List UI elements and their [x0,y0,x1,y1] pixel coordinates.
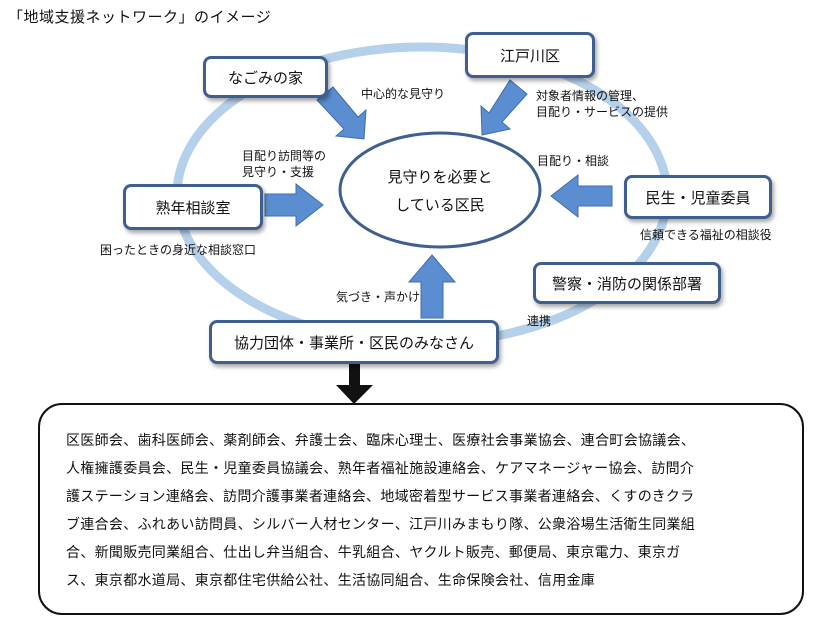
node-nagomi: なごみの家 [203,56,328,98]
arrow-edogawa [480,79,528,136]
label-minsei-role: 目配り・相談 [537,154,610,168]
member-line-5: 合、新聞販売同業組合、仕出し弁当組合、牛乳組合、ヤクルト販売、郵便局、東京電力、… [66,545,681,561]
label-jukunen-desc: 困ったときの身近な相談窓口 [100,243,257,257]
arrow-jukunen [264,182,324,228]
member-line-3: 護ステーション連絡会、訪問介護事業者連絡会、地域密着型サービス事業者連絡会、くす… [66,489,695,505]
arrow-minsei [550,173,613,219]
arrow-down-shaft [349,361,360,388]
arrow-nagomi [316,86,367,140]
label-edogawa-role-1: 対象者情報の管理、 [536,89,645,103]
arrow-kyoryoku [407,254,457,319]
node-minsei: 民生・児童委員 [624,175,772,219]
center-ellipse [338,131,542,249]
center-line-1: 見守りを必要と [387,168,493,186]
center-node: 見守りを必要と している区民 [340,133,540,249]
page-title: 「地域支援ネットワーク」のイメージ [8,8,272,26]
label-nagomi-role: 中心的な見守り [361,87,446,101]
member-line-1: 区医師会、歯科医師会、薬剤師会、弁護士会、臨床心理士、医療社会事業協会、連合町会… [66,433,696,449]
label-jukunen-role-1: 目配り訪問等の [242,149,327,163]
member-line-2: 人権擁護委員会、民生・児童委員協議会、熟年者福祉施設連絡会、ケアマネージャー協会… [66,461,695,477]
label-edogawa-role: 対象者情報の管理、 目配り・サービスの提供 [536,88,668,120]
node-police: 警察・消防の関係部署 [533,262,721,304]
node-edogawa: 江戸川区 [465,32,595,78]
arrow-down-head [336,385,373,404]
label-jukunen-role: 目配り訪問等の 見守り・支援 [242,148,326,180]
label-kyoryoku-role: 気づき・声かけ [336,290,421,304]
label-edogawa-role-2: 目配り・サービスの提供 [536,105,669,119]
member-line-6: ス、東京都水道局、東京都住宅供給公社、生活協同組合、生命保険会社、信用金庫 [66,573,596,589]
member-line-4: ブ連合会、ふれあい訪問員、シルバー人材センター、江戸川みまもり隊、公衆浴場生活衛… [66,517,696,533]
label-jukunen-role-2: 見守り・支援 [242,165,315,179]
node-jukunen: 熟年相談室 [123,184,263,230]
node-kyoryoku: 協力団体・事業所・区民のみなさん [209,320,499,364]
center-line-2: している区民 [395,196,485,214]
label-police-role: 連携 [527,314,552,328]
label-minsei-desc: 信頼できる福祉の相談役 [640,228,772,242]
member-organizations-box: 区医師会、歯科医師会、薬剤師会、弁護士会、臨床心理士、医療社会事業協会、連合町会… [38,403,804,615]
